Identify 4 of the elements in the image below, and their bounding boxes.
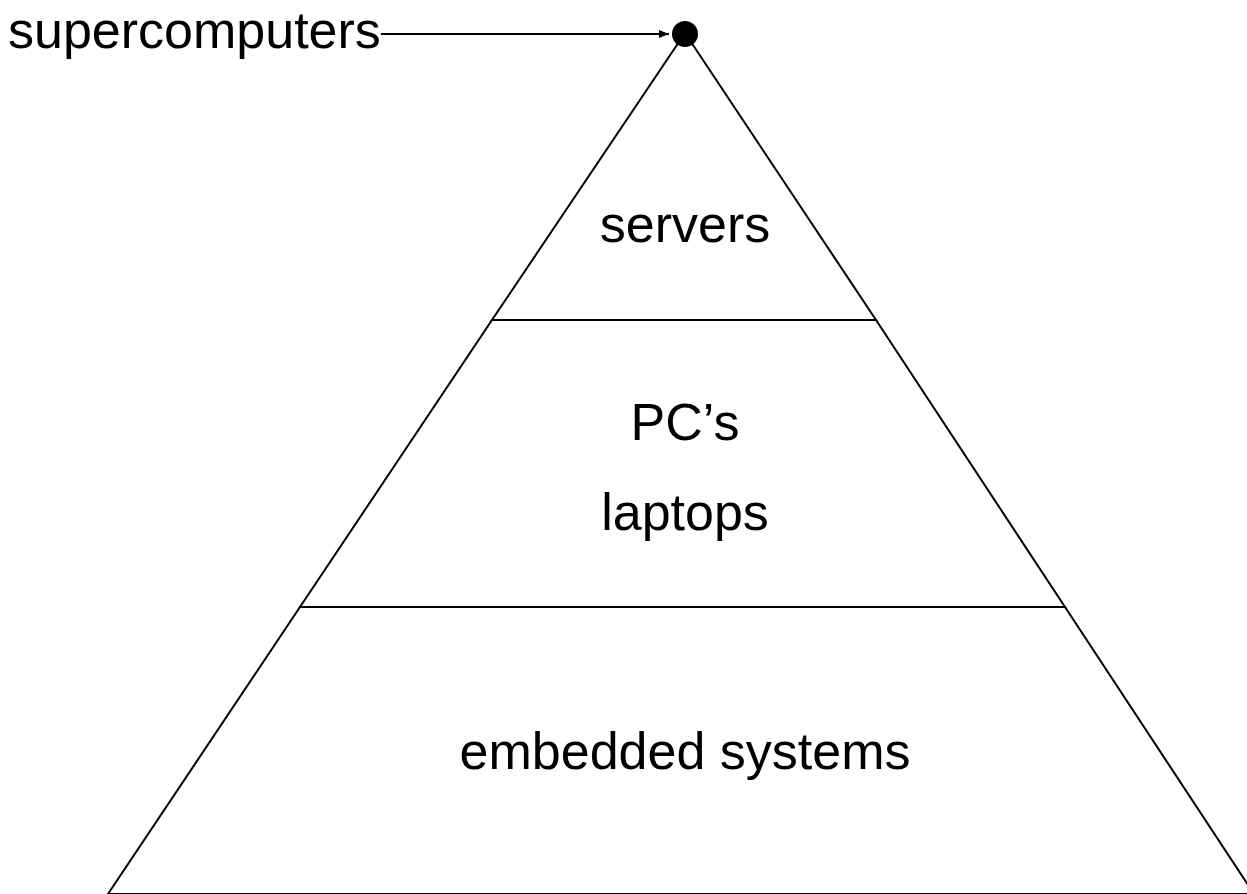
- label-text: supercomputers: [8, 1, 381, 59]
- tier-label: PC’s: [630, 396, 740, 448]
- tier-label: servers: [599, 198, 771, 250]
- arrow: [379, 30, 670, 38]
